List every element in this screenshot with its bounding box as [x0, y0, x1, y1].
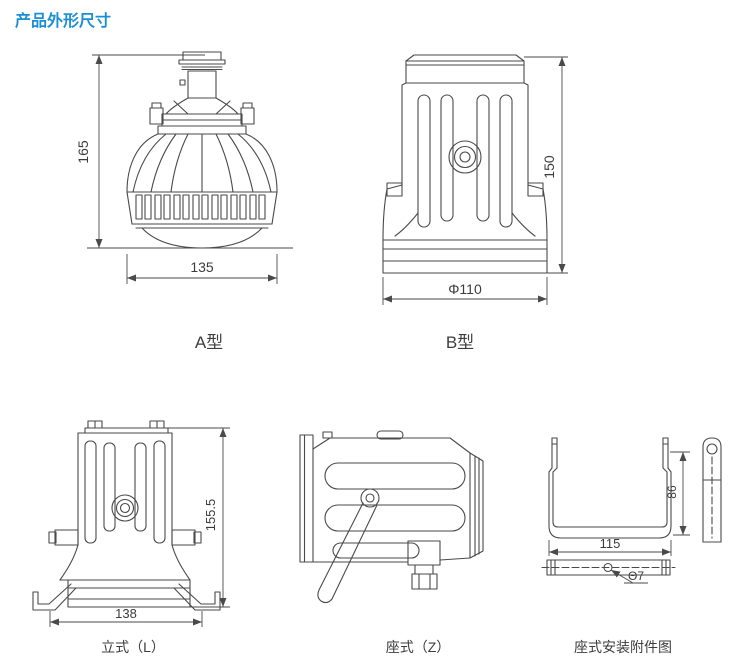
- page-title: 产品外形尺寸: [15, 13, 112, 30]
- bolt-hole: [603, 562, 613, 573]
- dim-l-width: 138: [115, 606, 137, 621]
- type-a-lamp-outline: [126, 51, 278, 249]
- type-b-dimensions: [382, 56, 568, 305]
- bracket-bar-top-view: [541, 559, 676, 576]
- dim-b-diameter: Φ110: [448, 281, 482, 297]
- vertical-l-drawing: 155.5 138: [32, 420, 230, 627]
- dome-outline-left: [126, 133, 159, 193]
- glass-outline: [141, 227, 263, 249]
- vertical-l-outline: [32, 420, 221, 611]
- dim-a-height: 165: [75, 140, 91, 164]
- type-b-drawing: 150 Φ110: [382, 54, 568, 305]
- type-a-label: A型: [194, 333, 224, 352]
- dome-outline-right: [245, 133, 278, 193]
- dim-l-height: 155.5: [203, 499, 218, 532]
- seat-z-outline: [299, 430, 484, 604]
- bracket-front-view: [548, 437, 672, 539]
- bracket-label: 座式安装附件图: [574, 639, 672, 655]
- dim-bracket-hole: Θ7: [628, 569, 644, 583]
- dim-bracket-height: 86: [665, 485, 679, 499]
- seat-z-drawing: [299, 430, 484, 604]
- type-b-label: B型: [445, 333, 475, 352]
- bracket-dimensions: [548, 451, 690, 584]
- type-b-lamp-outline: [382, 54, 548, 274]
- dim-b-height: 150: [541, 155, 557, 179]
- handle-arm: [317, 502, 378, 604]
- vertical-l-label: 立式（L）: [101, 639, 165, 655]
- bracket-side-view: [702, 437, 722, 543]
- type-a-drawing: 165 135: [75, 51, 293, 284]
- type-a-dimensions: [87, 54, 293, 284]
- bracket-drawing: 86 115 Θ7: [541, 437, 722, 584]
- seat-z-label: 座式（Z）: [385, 639, 451, 655]
- dim-bracket-width: 115: [600, 536, 621, 551]
- dim-a-width: 135: [190, 259, 214, 275]
- vertical-l-dimensions: [49, 427, 230, 627]
